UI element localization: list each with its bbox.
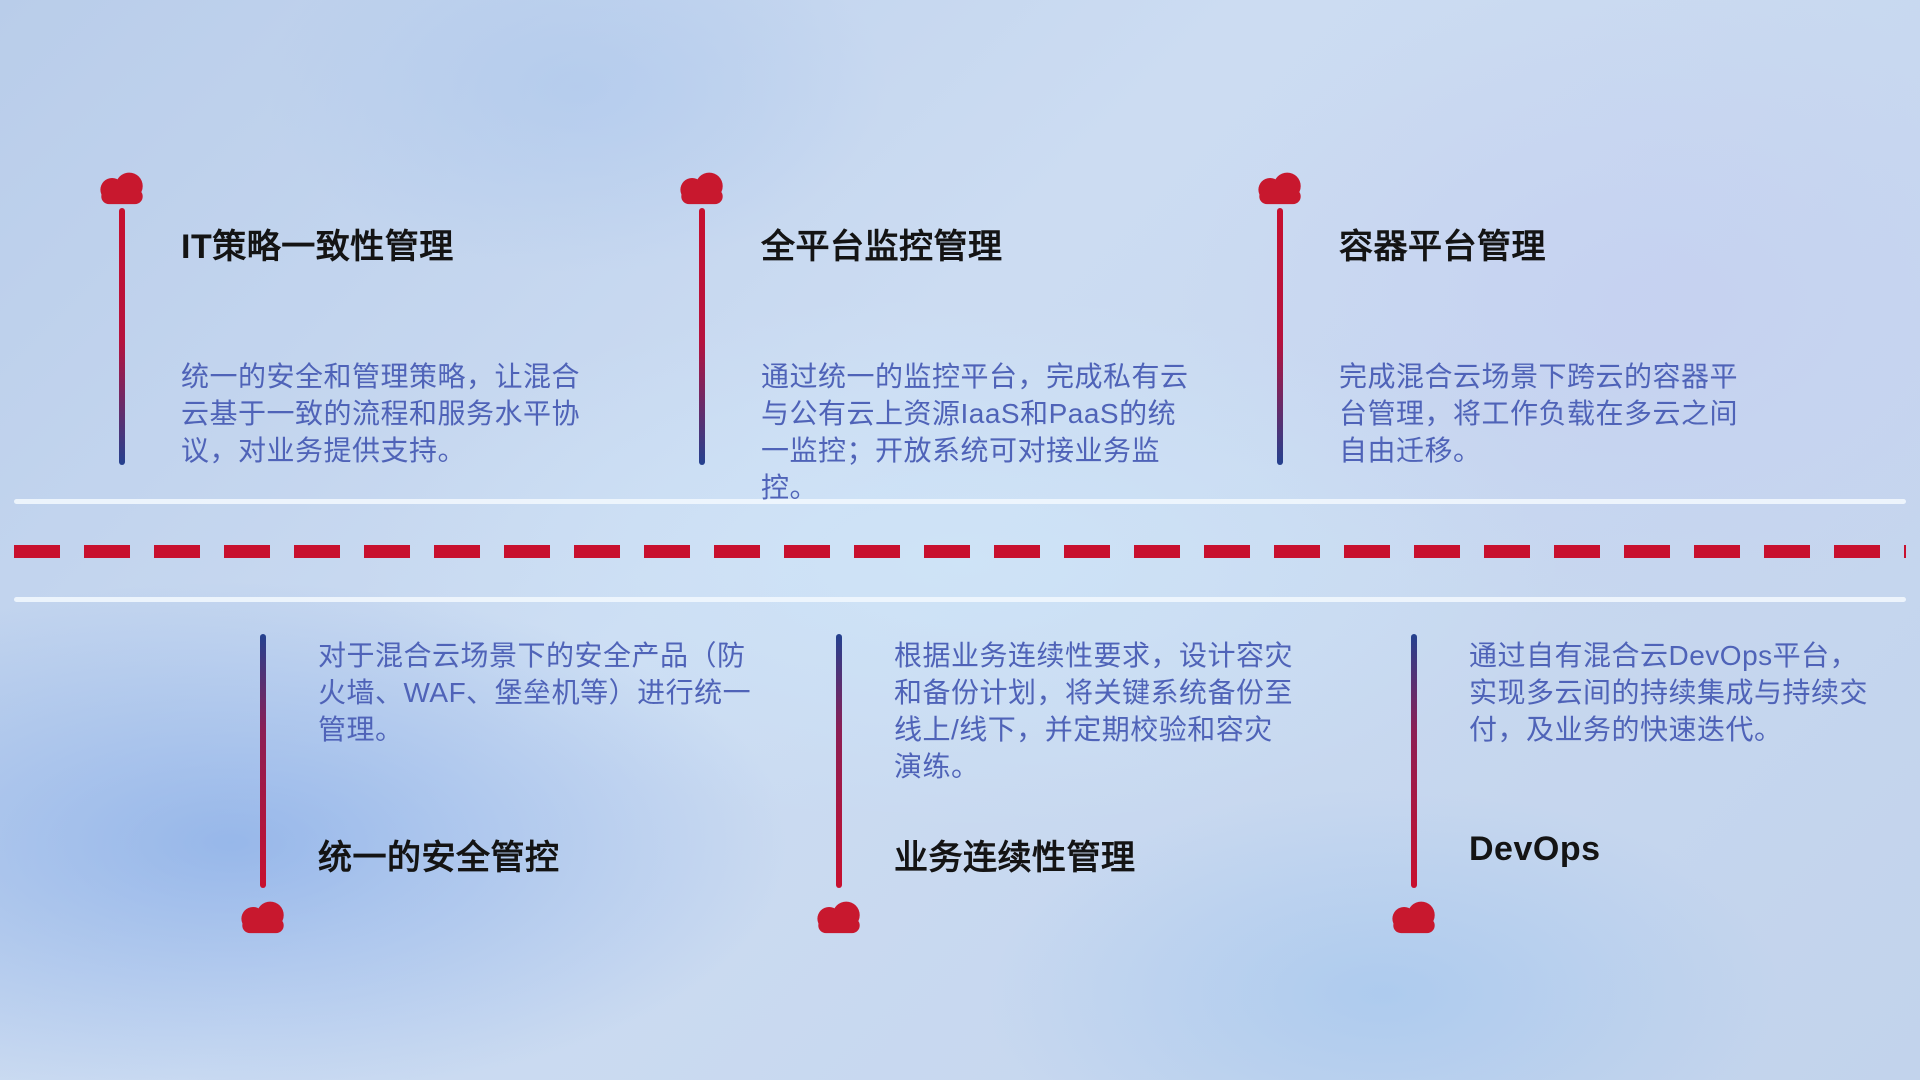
divider-solid-top xyxy=(14,499,1906,504)
cloud-icon xyxy=(1387,898,1441,936)
cloud-icon xyxy=(812,898,866,936)
cloud-icon xyxy=(236,898,290,936)
feature-description: 统一的安全和管理策略，让混合云基于一致的流程和服务水平协议，对业务提供支持。 xyxy=(181,361,581,466)
timeline-stem xyxy=(260,634,266,888)
feature-title: 全平台监控管理 xyxy=(761,228,1003,266)
feature-title: IT策略一致性管理 xyxy=(181,228,454,266)
feature-description: 对于混合云场景下的安全产品（防火墙、WAF、堡垒机等）进行统一管理。 xyxy=(318,640,752,745)
feature-description: 通过自有混合云DevOps平台，实现多云间的持续集成与持续交付，及业务的快速迭代… xyxy=(1469,640,1869,745)
feature-description: 完成混合云场景下跨云的容器平台管理，将工作负载在多云之间自由迁移。 xyxy=(1339,361,1739,466)
timeline-stem xyxy=(699,208,705,465)
feature-title: 统一的安全管控 xyxy=(318,839,560,877)
feature-title: 容器平台管理 xyxy=(1339,228,1546,266)
cloud-icon xyxy=(95,169,149,207)
timeline-stem xyxy=(1277,208,1283,465)
feature-title: DevOps xyxy=(1469,830,1601,868)
cloud-icon xyxy=(675,169,729,207)
divider-dashed-red xyxy=(14,545,1906,558)
timeline-stem xyxy=(836,634,842,888)
timeline-stem xyxy=(119,208,125,465)
feature-description: 根据业务连续性要求，设计容灾和备份计划，将关键系统备份至线上/线下，并定期校验和… xyxy=(894,640,1294,782)
timeline-stem xyxy=(1411,634,1417,888)
feature-title: 业务连续性管理 xyxy=(894,839,1136,877)
divider-solid-bottom xyxy=(14,597,1906,602)
feature-description: 通过统一的监控平台，完成私有云与公有云上资源IaaS和PaaS的统一监控；开放系… xyxy=(761,361,1189,503)
cloud-icon xyxy=(1253,169,1307,207)
